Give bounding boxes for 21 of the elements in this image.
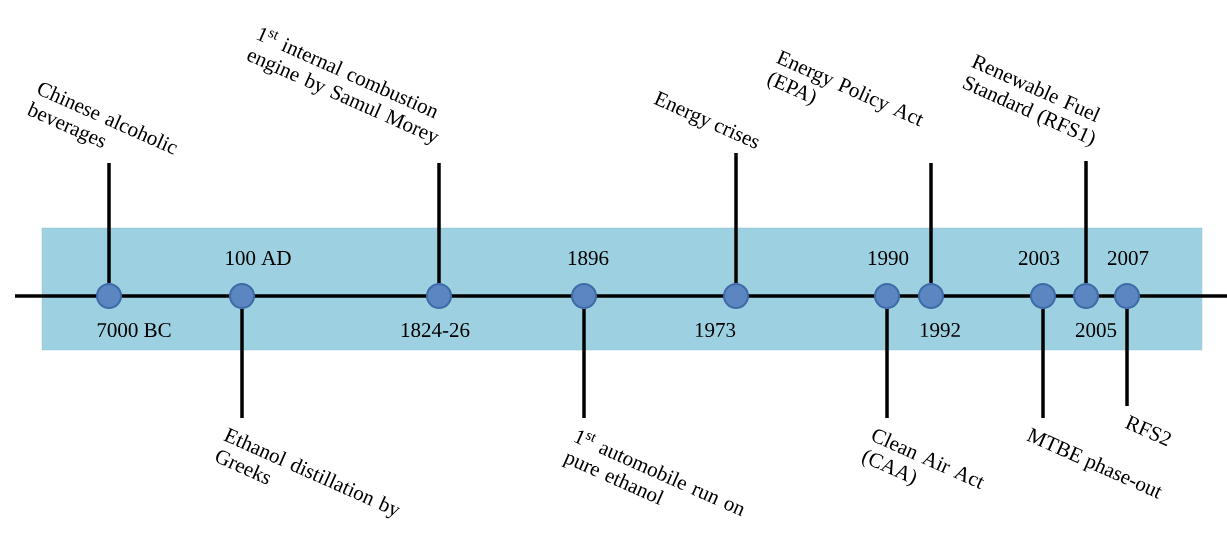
connector-line [1125, 309, 1129, 406]
year-label: 1824-26 [401, 322, 470, 338]
connector-line [240, 309, 244, 418]
connector-line [1084, 161, 1088, 283]
event-label: RFS2 [1124, 414, 1171, 447]
connector-line [885, 309, 889, 418]
connector-line [929, 163, 933, 283]
connector-line [107, 163, 111, 283]
year-label: 2003 [1018, 250, 1060, 266]
year-label: 1990 [868, 250, 909, 266]
year-label: 2005 [1075, 322, 1117, 338]
connector-line [734, 153, 738, 283]
connector-line [1041, 309, 1045, 418]
year-label: 1992 [920, 322, 960, 338]
year-label: 1896 [568, 250, 609, 266]
year-label: 100 AD [226, 250, 291, 266]
year-label: 7000 BC [97, 322, 171, 338]
year-label: 1973 [695, 322, 736, 338]
year-label: 2007 [1107, 250, 1149, 266]
connector-line [582, 309, 586, 418]
connector-line [437, 163, 441, 283]
